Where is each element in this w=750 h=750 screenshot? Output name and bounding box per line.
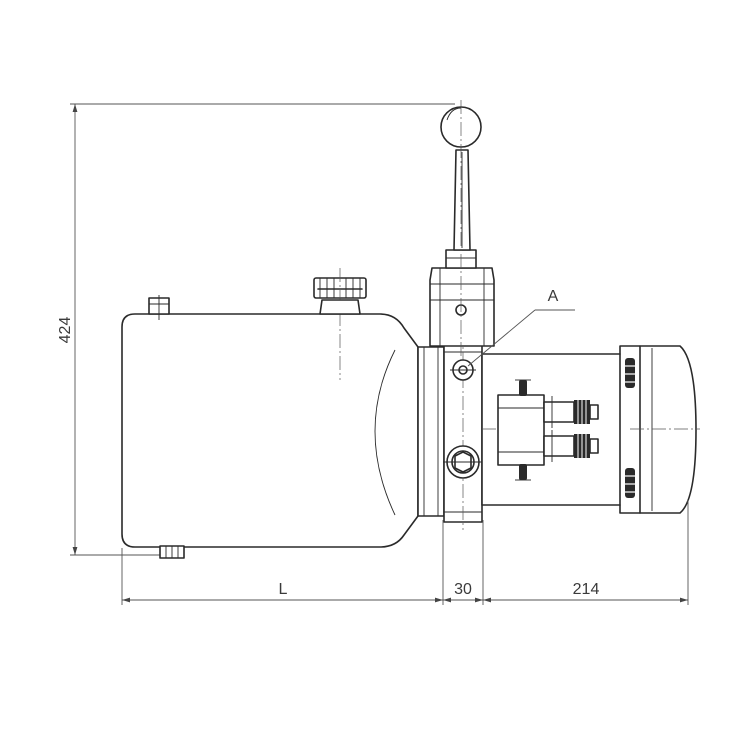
valve-width-label: 30 (454, 581, 472, 598)
oil-tank (121, 290, 419, 548)
terminal-stud-lower (543, 430, 599, 462)
drain-plug (159, 545, 185, 559)
electric-motor (481, 345, 700, 514)
filler-cap (313, 268, 367, 315)
vent-plug (148, 295, 170, 320)
length-dimensions: L 30 214 (121, 500, 689, 605)
hand-valve (429, 100, 495, 360)
tie-bolt-bottom (625, 468, 635, 498)
height-dimension-label: 424 (57, 317, 74, 344)
port-a-callout: A (467, 288, 575, 367)
valve-block (417, 330, 483, 530)
terminal-box (497, 379, 545, 481)
terminal-stud-upper (543, 396, 599, 428)
port-a-label: A (548, 288, 559, 305)
motor-length-label: 214 (573, 581, 600, 598)
height-dimension: 424 (57, 103, 455, 556)
tank-length-label: L (279, 581, 288, 598)
tie-bolt-top (625, 358, 635, 388)
